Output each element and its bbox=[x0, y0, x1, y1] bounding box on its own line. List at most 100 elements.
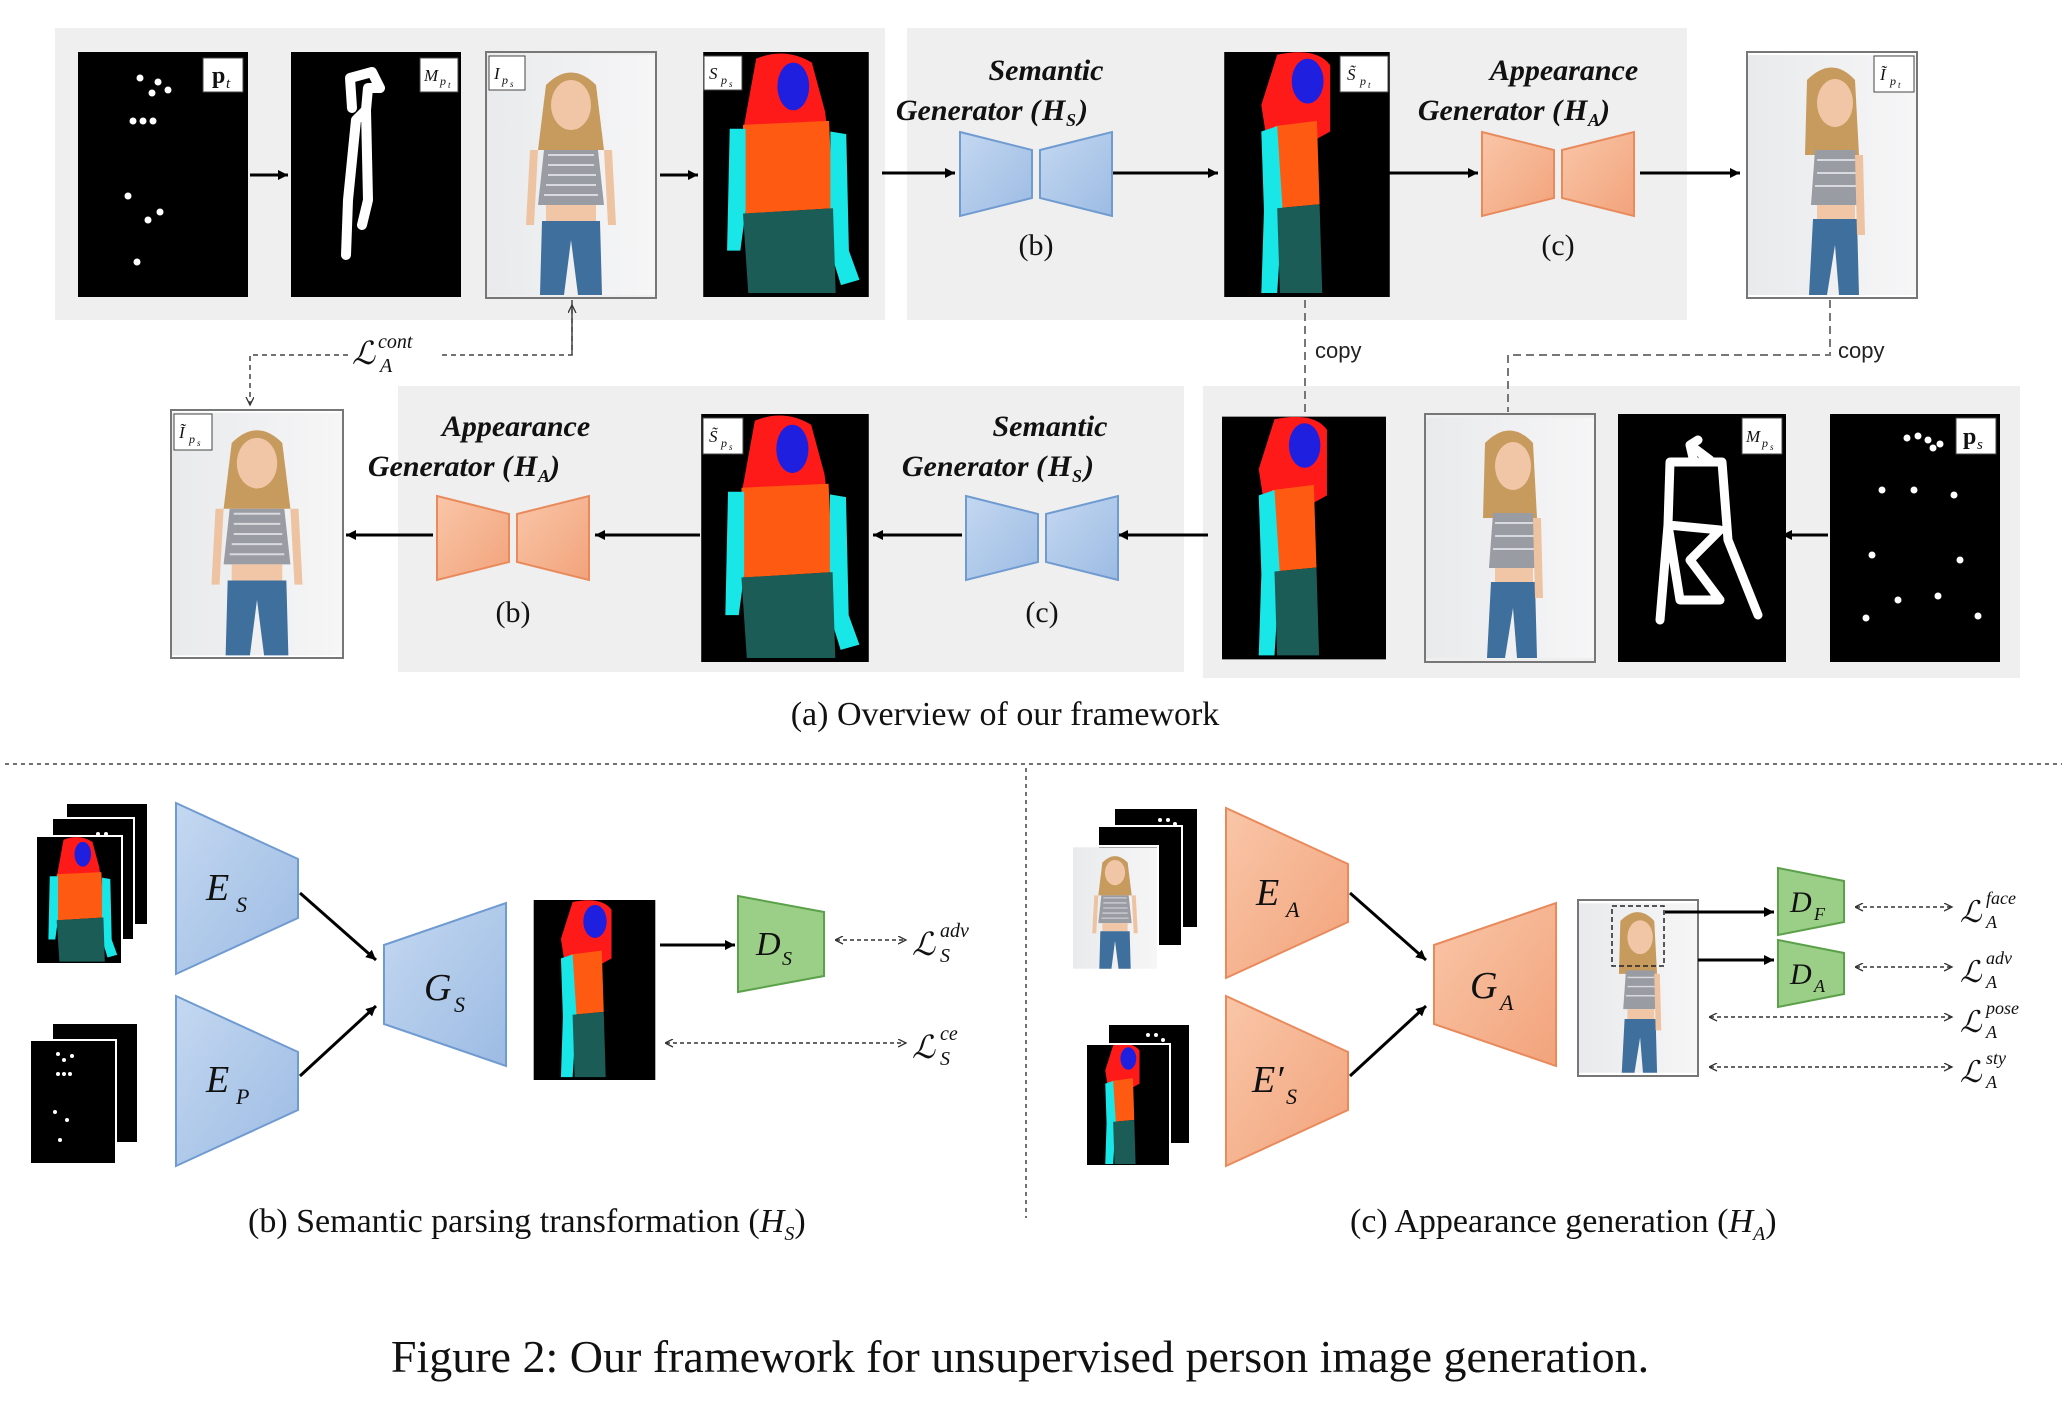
loss-sty-L: ℒ bbox=[1960, 1056, 1983, 1089]
discriminator-df: D F bbox=[1777, 866, 1845, 937]
semantic-map-output-icon bbox=[533, 900, 656, 1080]
ips-out-subsub: s bbox=[197, 438, 201, 448]
ea-sub: A bbox=[1284, 897, 1300, 922]
es-prime-sub: S bbox=[1286, 1084, 1297, 1109]
appearance-gen-b-Hsub: A bbox=[537, 466, 550, 486]
appearance-gen-H: H bbox=[1563, 94, 1589, 127]
discriminator-ds: D S bbox=[737, 894, 825, 994]
appearance-gen-Hsub: A bbox=[1587, 110, 1600, 130]
loss-s-ce-L: ℒ bbox=[912, 1029, 936, 1065]
gs-sub: S bbox=[454, 992, 465, 1017]
sps-b-subsub: s bbox=[729, 442, 733, 452]
semantic-gen-Hsub: S bbox=[1066, 110, 1076, 130]
sps-sub: p bbox=[720, 73, 727, 87]
spt-sub: p bbox=[1359, 74, 1366, 88]
person-photo-stack-icon bbox=[1071, 807, 1199, 971]
semantic-gen-H: H bbox=[1041, 94, 1067, 127]
semantic-generator-bottom: Semantic Generator ( H S ) (c) bbox=[902, 410, 1119, 629]
semantic-gen-b-tag: (c) bbox=[1025, 596, 1058, 629]
semantic-gen-title-1: Semantic bbox=[988, 54, 1103, 87]
ep-sub: P bbox=[235, 1084, 249, 1109]
pose-mask-source-icon: M p s bbox=[1618, 414, 1786, 662]
panel-c-caption: (c) Appearance generation (HA) bbox=[1350, 1203, 1777, 1245]
loss-pose-L: ℒ bbox=[1960, 1006, 1983, 1039]
appearance-gen-b-title-2: Generator ( bbox=[368, 450, 514, 483]
mps-label: M bbox=[1745, 427, 1761, 446]
ds-label: D bbox=[755, 926, 781, 963]
semantic-gen-b-Hsub: S bbox=[1072, 466, 1082, 486]
loss-face-L: ℒ bbox=[1960, 896, 1983, 929]
person-photo-reconstructed-source-icon: Ĩ p s bbox=[170, 409, 344, 659]
ips-label: I bbox=[493, 64, 501, 83]
ips-sub: p bbox=[501, 73, 508, 87]
appearance-generator-bottom: Appearance Generator ( H A ) (b) bbox=[368, 410, 590, 629]
semantic-map-target-icon: S̃ p t bbox=[1224, 52, 1390, 297]
loss-pose-sub: A bbox=[1985, 1022, 1998, 1042]
semantic-gen-tag: (b) bbox=[1019, 229, 1054, 262]
discriminator-da: D A bbox=[1777, 938, 1845, 1009]
df-label: D bbox=[1789, 886, 1812, 919]
ds-sub: S bbox=[782, 948, 792, 970]
ips-out-label: Ĩ bbox=[178, 423, 187, 442]
ga-sub: A bbox=[1498, 990, 1514, 1015]
appearance-gen-b-close: ) bbox=[547, 450, 560, 483]
face-crop-box bbox=[1611, 905, 1665, 967]
loss-pose-sup: pose bbox=[1984, 998, 2019, 1018]
appearance-gen-title-1: Appearance bbox=[1488, 54, 1638, 87]
encoder-ep: E P bbox=[175, 994, 299, 1168]
ga-label: G bbox=[1470, 965, 1497, 1007]
copy-label-2: copy bbox=[1838, 338, 1884, 363]
ipt-sub: p bbox=[1889, 74, 1896, 88]
panel-b: E S E P G S D S ℒ adv S bbox=[29, 801, 969, 1245]
gs-label: G bbox=[424, 967, 451, 1009]
es-prime-label: E′ bbox=[1251, 1059, 1284, 1101]
semantic-map-source-icon: S p s bbox=[703, 52, 869, 297]
semantic-gen-title-2: Generator ( bbox=[896, 94, 1042, 127]
semantic-gen-b-H: H bbox=[1047, 450, 1073, 483]
loss-s-ce-sup: ce bbox=[940, 1023, 958, 1045]
df-sub: F bbox=[1813, 904, 1826, 924]
ipt-subsub: t bbox=[1898, 80, 1901, 90]
appearance-gen-b-title-1: Appearance bbox=[440, 410, 590, 443]
semantic-map-stack-c-icon bbox=[1085, 1023, 1191, 1167]
encoder-ea: E A bbox=[1225, 806, 1349, 980]
copy-connector-2 bbox=[1507, 300, 1831, 412]
panel-c: E A E′ S G A D F bbox=[1071, 806, 2019, 1245]
generator-gs: G S bbox=[383, 901, 507, 1068]
pose-keypoints-source-icon: p s bbox=[1830, 414, 2000, 662]
generator-ga: G A bbox=[1433, 901, 1557, 1068]
encoder-es-prime: E′ S bbox=[1225, 994, 1349, 1168]
es-sub: S bbox=[236, 892, 247, 917]
appearance-gen-tag: (c) bbox=[1541, 229, 1574, 262]
semantic-gen-b-close: ) bbox=[1081, 450, 1094, 483]
figure-caption: Figure 2: Our framework for unsupervised… bbox=[391, 1331, 1649, 1382]
ep-label: E bbox=[205, 1059, 229, 1101]
semantic-generator-top: Semantic Generator ( H S ) (b) bbox=[896, 54, 1113, 262]
appearance-generator-top: Appearance Generator ( H A ) (c) bbox=[1418, 54, 1638, 262]
spt-label: S̃ bbox=[1347, 65, 1356, 84]
mpt-label: M bbox=[423, 66, 439, 85]
loss-face-sup: face bbox=[1986, 888, 2016, 908]
loss-s-adv-L: ℒ bbox=[912, 926, 936, 962]
pt-label: p bbox=[212, 63, 225, 89]
pose-mask-target-icon: M p t bbox=[291, 52, 461, 297]
loss-face-sub: A bbox=[1985, 912, 1998, 932]
ips-subsub: s bbox=[510, 79, 514, 89]
es-label: E bbox=[205, 867, 229, 909]
loss-s-adv-sub: S bbox=[940, 945, 950, 967]
appearance-gen-title-2: Generator ( bbox=[1418, 94, 1564, 127]
ipt-label: Ĩ bbox=[1879, 65, 1888, 84]
pose-keypoints-target-icon: p t bbox=[78, 52, 248, 297]
semantic-gen-close: ) bbox=[1075, 94, 1088, 127]
sps-b-sub: p bbox=[720, 436, 727, 450]
da-sub: A bbox=[1813, 976, 1826, 996]
semantic-map-reconstructed-icon: S̃ p s bbox=[701, 414, 869, 662]
loss-a-adv-sup: adv bbox=[1986, 948, 2012, 968]
panel-a: p t M p t I p s S p s bbox=[55, 28, 2020, 733]
person-photo-source-icon: I p s bbox=[485, 51, 657, 299]
semantic-gen-b-title-2: Generator ( bbox=[902, 450, 1048, 483]
panel-b-caption: (b) Semantic parsing transformation (HS) bbox=[248, 1203, 806, 1245]
appearance-gen-close: ) bbox=[1597, 94, 1610, 127]
